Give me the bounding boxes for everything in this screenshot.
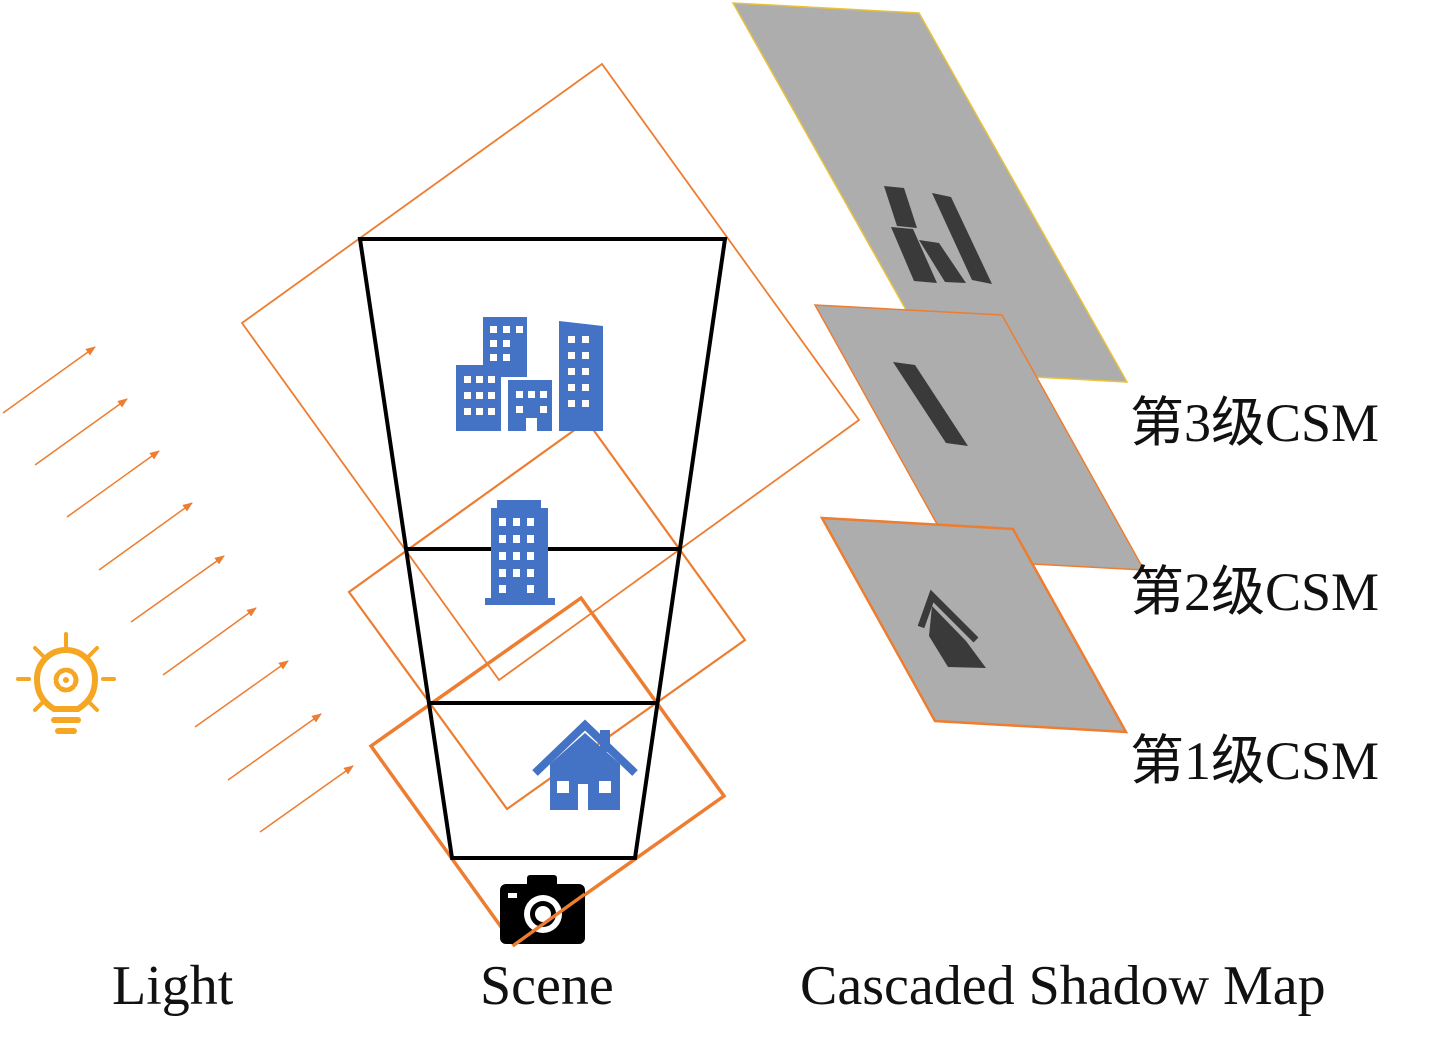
shadow-map-plane-2 xyxy=(813,304,1146,571)
cascade-bound-1 xyxy=(368,595,727,948)
shadow-map-plane-3 xyxy=(731,2,1129,383)
office-building-silhouette-icon xyxy=(893,362,968,446)
light-ray xyxy=(227,713,322,781)
light-ray xyxy=(66,450,160,518)
light-ray xyxy=(98,502,193,571)
light-ray xyxy=(2,346,96,414)
shadow-map-level-2 xyxy=(813,304,1146,571)
shadow-map-level-3 xyxy=(731,2,1129,383)
cascade-bound-2 xyxy=(347,419,747,811)
city-buildings-silhouette-icon xyxy=(884,186,992,284)
scene-caption: Scene xyxy=(480,955,614,1017)
frustum-outline xyxy=(357,237,728,860)
level-3-label: 第3级CSM xyxy=(1130,393,1380,453)
level-1-label: 第1级CSM xyxy=(1130,731,1380,791)
light-ray xyxy=(34,398,128,466)
camera-icon xyxy=(500,875,585,944)
csm-caption: Cascaded Shadow Map xyxy=(800,955,1326,1017)
house-icon xyxy=(532,719,638,810)
cascade-bound-3 xyxy=(240,62,861,682)
office-building-icon xyxy=(485,500,555,605)
shadow-map-plane-1 xyxy=(819,516,1129,734)
light-ray xyxy=(194,660,289,728)
light-ray xyxy=(259,765,354,833)
level-2-label: 第2级CSM xyxy=(1130,562,1380,622)
light-ray xyxy=(162,607,257,676)
house-silhouette-icon xyxy=(917,589,986,668)
cascade-bound-1-overlap xyxy=(512,892,587,947)
light-rays xyxy=(2,346,354,833)
lightbulb-gear-icon xyxy=(16,632,116,734)
light-ray xyxy=(130,555,225,623)
shadow-map-level-1 xyxy=(819,516,1129,734)
light-caption: Light xyxy=(112,955,234,1017)
cascade-bounds xyxy=(240,62,861,948)
